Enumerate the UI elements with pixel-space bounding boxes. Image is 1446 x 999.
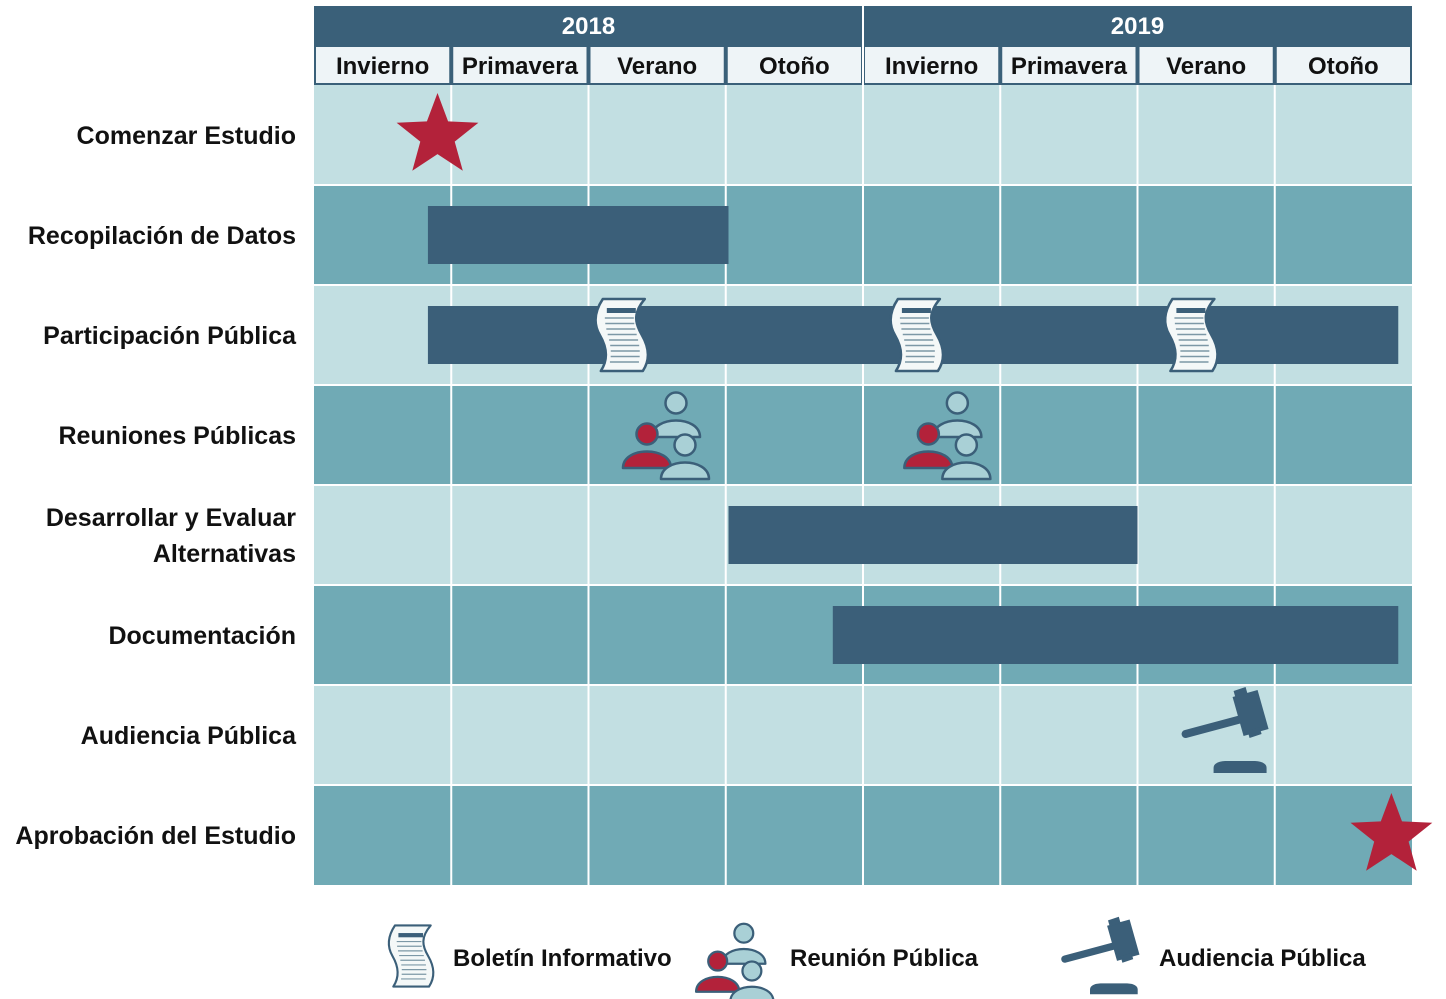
season-cell bbox=[1276, 47, 1410, 83]
season-cell bbox=[453, 47, 587, 83]
gavel-icon bbox=[1181, 687, 1269, 773]
meeting-icon bbox=[621, 391, 711, 481]
task-bar bbox=[832, 606, 1399, 664]
year-label: 2019 bbox=[1111, 13, 1164, 40]
season-cell bbox=[865, 47, 999, 83]
season-label: Primavera bbox=[1011, 53, 1128, 80]
milestone-star bbox=[396, 93, 479, 171]
season-cell bbox=[316, 47, 450, 83]
season-label: Invierno bbox=[336, 53, 429, 80]
task-bar bbox=[427, 206, 729, 264]
year-label: 2018 bbox=[562, 13, 615, 40]
task-bar bbox=[728, 506, 1138, 564]
legend-label: Audiencia Pública bbox=[1159, 945, 1366, 972]
newsletter-icon bbox=[594, 297, 650, 373]
milestone-star bbox=[1350, 793, 1433, 871]
legend-label: Boletín Informativo bbox=[453, 945, 672, 972]
season-cell bbox=[1002, 47, 1136, 83]
season-cell bbox=[1139, 47, 1273, 83]
season-label: Primavera bbox=[462, 53, 579, 80]
newsletter-icon bbox=[889, 297, 945, 373]
meeting-icon bbox=[903, 391, 992, 481]
season-label: Otoño bbox=[1308, 53, 1379, 80]
legend-label: Reunión Pública bbox=[790, 945, 979, 972]
season-label: Verano bbox=[617, 53, 697, 80]
legend-meeting-icon bbox=[694, 922, 775, 999]
season-label: Otoño bbox=[759, 53, 830, 80]
task-label: Aprobación del Estudio bbox=[15, 822, 296, 850]
legend-gavel-icon bbox=[1061, 916, 1140, 995]
legend-newsletter-icon bbox=[387, 924, 435, 988]
task-label: Audiencia Pública bbox=[81, 722, 297, 750]
season-label: Verano bbox=[1166, 53, 1246, 80]
newsletter-icon bbox=[1163, 297, 1219, 373]
task-label: Comenzar Estudio bbox=[77, 122, 296, 150]
task-label: Recopilación de Datos bbox=[28, 222, 296, 250]
task-label: Participación Pública bbox=[43, 322, 297, 350]
season-cell bbox=[590, 47, 724, 83]
season-cell bbox=[727, 47, 861, 83]
season-label: Invierno bbox=[885, 53, 978, 80]
task-label: Documentación bbox=[108, 622, 296, 650]
task-label: Reuniones Públicas bbox=[58, 422, 296, 450]
